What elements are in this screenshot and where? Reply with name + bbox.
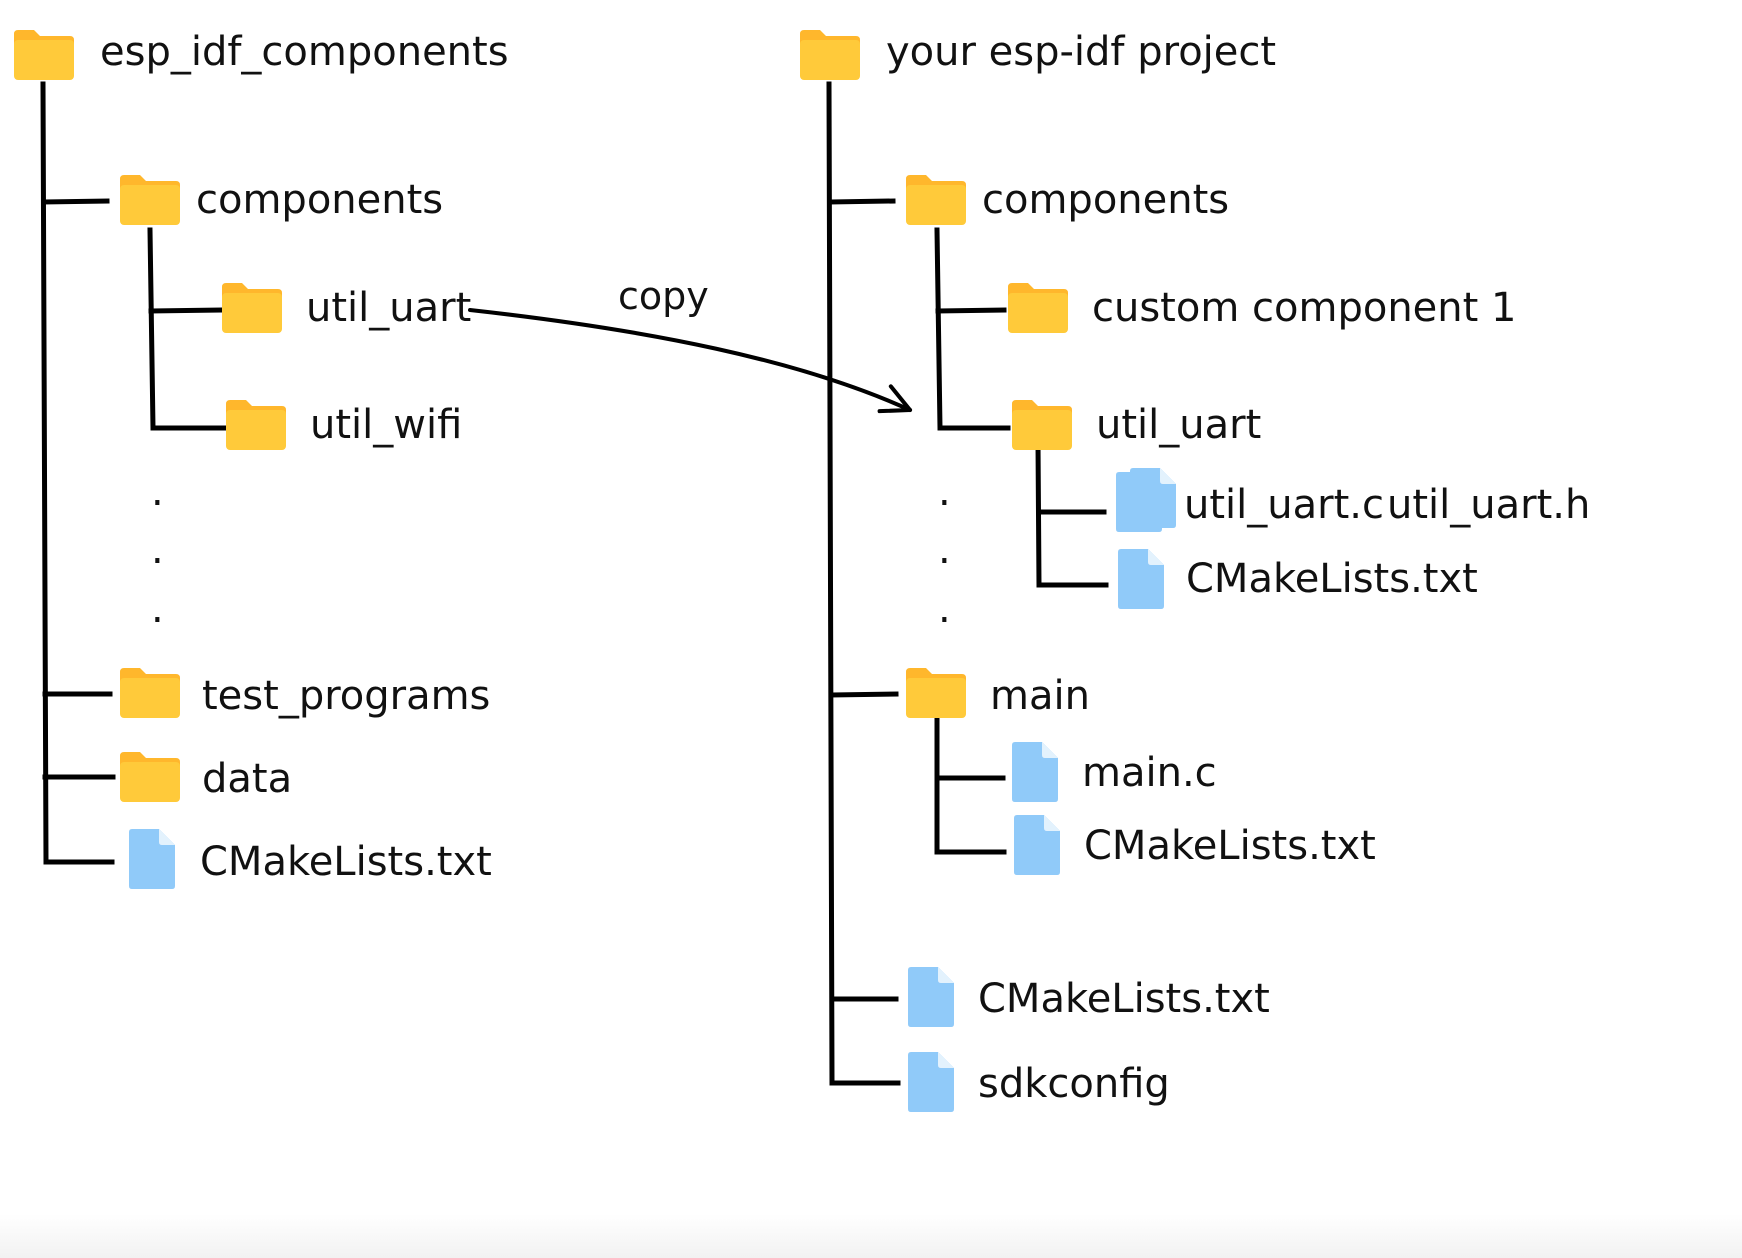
left-util-uart-folder-icon[interactable] — [222, 283, 282, 333]
right-ellipsis-dot-3: . — [938, 586, 951, 632]
left-trunk-line — [40, 81, 115, 865]
left-data-label: data — [202, 756, 292, 802]
right-tree — [826, 81, 1109, 1086]
right-components-label: components — [982, 177, 1229, 223]
left-components-trunk — [147, 227, 228, 431]
right-trunk-line — [826, 81, 901, 1086]
left-data-folder-icon[interactable] — [120, 752, 180, 802]
copy-arrow — [468, 308, 913, 414]
left-tree — [40, 81, 228, 865]
left-root-folder-icon — [14, 30, 74, 80]
right-cmakelists-label: CMakeLists.txt — [978, 976, 1270, 1022]
left-util-uart-label: util_uart — [306, 285, 471, 331]
left-util-wifi-folder-icon[interactable] — [226, 400, 286, 450]
sdkconfig-label: sdkconfig — [978, 1061, 1170, 1107]
left-test-programs-folder-icon[interactable] — [120, 668, 180, 718]
main-c-label: main.c — [1082, 750, 1217, 796]
right-util-uart-trunk — [1035, 440, 1109, 588]
left-root-label: esp_idf_components — [100, 29, 509, 75]
util-uart-cmakelists-file-icon[interactable] — [1118, 549, 1164, 609]
util-uart-cmakelists-label: CMakeLists.txt — [1186, 556, 1478, 602]
right-custom-component-label: custom component 1 — [1092, 285, 1516, 331]
left-util-wifi-label: util_wifi — [310, 402, 462, 448]
left-ellipsis-dot-3: . — [151, 586, 164, 632]
right-branch-custom-component — [935, 307, 1007, 314]
main-cmakelists-label: CMakeLists.txt — [1084, 823, 1376, 869]
util-uart-c-label: util_uart.c — [1184, 482, 1384, 528]
left-ellipsis-dot-2: . — [151, 527, 164, 573]
right-cmakelists-file-icon[interactable] — [908, 967, 954, 1027]
copy-arrow-label: copy — [618, 274, 709, 318]
right-components-trunk — [934, 227, 1011, 431]
right-root-folder-icon — [800, 30, 860, 80]
right-main-folder-icon[interactable] — [906, 668, 966, 718]
right-branch-main — [829, 691, 899, 698]
right-main-trunk — [934, 713, 1007, 855]
util-uart-c-file-icon[interactable] — [1130, 468, 1176, 528]
main-cmakelists-file-icon[interactable] — [1014, 815, 1060, 875]
left-components-folder-icon[interactable] — [120, 175, 180, 225]
window-bottom-edge — [0, 1214, 1742, 1258]
sdkconfig-file-icon[interactable] — [908, 1052, 954, 1112]
right-root-label: your esp-idf project — [886, 29, 1276, 75]
left-branch-util-uart — [148, 307, 223, 314]
left-components-label: components — [196, 177, 443, 223]
util-uart-h-label: util_uart.h — [1387, 482, 1590, 528]
right-util-uart-folder-icon[interactable] — [1012, 400, 1072, 450]
left-cmakelists-file-icon[interactable] — [129, 829, 175, 889]
right-custom-component-folder-icon[interactable] — [1008, 283, 1068, 333]
left-test-programs-label: test_programs — [202, 673, 490, 719]
right-ellipsis-dot-1: . — [938, 469, 951, 515]
left-branch-components — [41, 198, 110, 205]
right-ellipsis-dot-2: . — [938, 527, 951, 573]
right-components-folder-icon[interactable] — [906, 175, 966, 225]
right-main-label: main — [990, 673, 1090, 719]
right-util-uart-label: util_uart — [1096, 402, 1261, 448]
main-c-file-icon[interactable] — [1012, 742, 1058, 802]
left-ellipsis-dot-1: . — [151, 469, 164, 515]
left-cmakelists-label: CMakeLists.txt — [200, 839, 492, 885]
right-branch-components — [828, 198, 896, 205]
